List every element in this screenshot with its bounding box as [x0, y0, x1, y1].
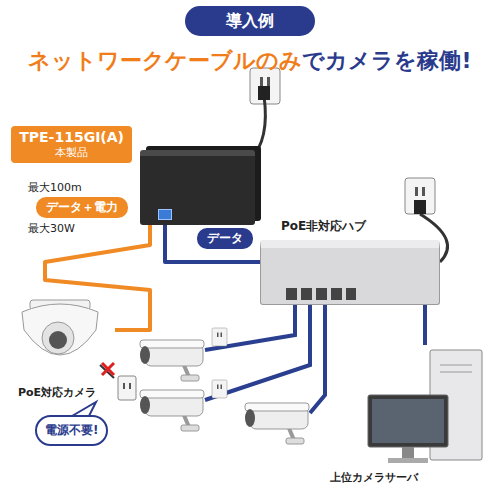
speech-bubble: 電源不要! — [35, 415, 108, 446]
cable — [165, 225, 260, 262]
product-name: TPE-115GI(A) — [19, 129, 124, 145]
headline: ネットワークケーブルのみでカメラを稼働! — [0, 46, 500, 76]
camera-server: 上位カメラサーバ — [330, 345, 490, 485]
server — [368, 350, 482, 463]
camera-cables — [205, 300, 325, 413]
bubble-text: 電源不要! — [45, 422, 98, 439]
device-label: PoE対応カメラ — [18, 385, 96, 400]
headline-accent: ネットワークケーブルのみ — [28, 48, 302, 73]
hub-label: PoE非対応ハブ — [281, 218, 366, 235]
bullet-camera — [245, 403, 309, 444]
cable-label: データ＋電力 — [36, 197, 128, 218]
spec-label: 最大30W — [28, 221, 75, 236]
cable-label: データ — [197, 228, 253, 249]
product-note: 本製品 — [19, 145, 124, 160]
poe-injector: TPE-115GI(A)本製品 — [140, 150, 255, 225]
plug — [258, 86, 270, 100]
dome-camera — [22, 300, 98, 355]
headline-main: でカメラを稼働! — [302, 48, 471, 73]
cable — [425, 305, 426, 345]
power-outlet — [250, 68, 280, 104]
power-outlet — [405, 178, 435, 214]
cable — [45, 225, 150, 330]
bullet-camera — [140, 340, 204, 381]
network-hub: PoE非対応ハブ — [260, 240, 440, 305]
spec-label: 最大100m — [28, 180, 82, 195]
device-label: 上位カメラサーバ — [330, 470, 418, 485]
unused-outlet — [100, 363, 136, 400]
product-tag: TPE-115GI(A)本製品 — [11, 126, 132, 163]
plug — [414, 200, 426, 214]
power-outlet — [212, 380, 227, 398]
bullet-camera — [140, 390, 204, 431]
poe-camera: PoE対応カメラ — [10, 295, 115, 400]
power-outlet — [212, 328, 227, 346]
title-pill: 導入例 — [185, 6, 315, 36]
